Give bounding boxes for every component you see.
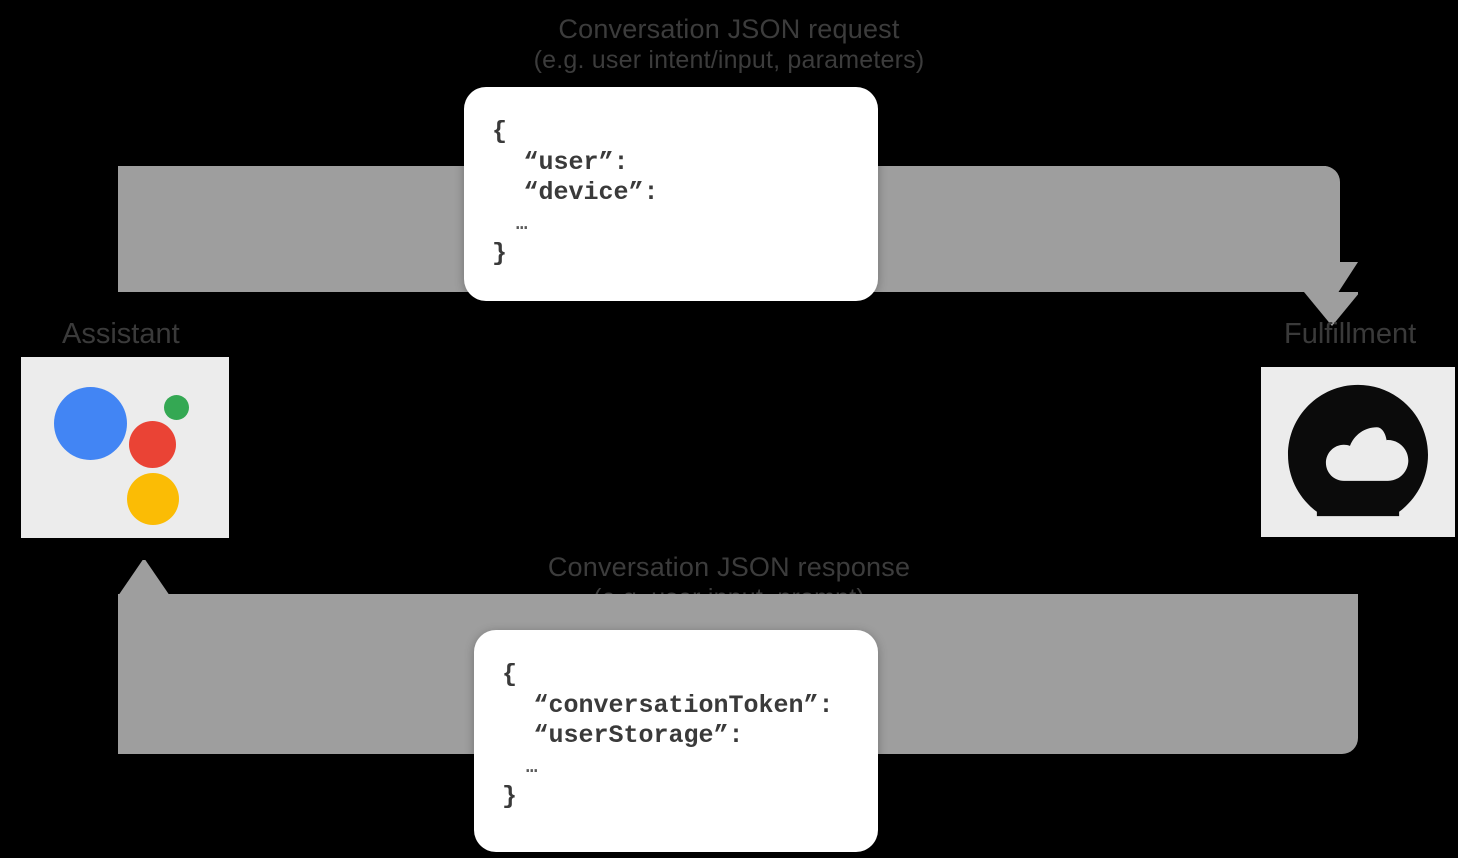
json-key-device: “device”:: [523, 178, 659, 207]
google-assistant-logo-icon: [50, 373, 200, 525]
json-close-brace: }: [502, 781, 518, 811]
assistant-node[interactable]: [21, 357, 229, 538]
request-flow-label: Conversation JSON request (e.g. user int…: [0, 14, 1458, 75]
response-flow-title: Conversation JSON response: [547, 552, 911, 582]
request-flow-subtitle: (e.g. user intent/input, parameters): [533, 45, 925, 74]
json-key-conversation-token: “conversationToken”:: [533, 690, 834, 720]
json-ellipsis: …: [525, 755, 538, 778]
assistant-caption: Assistant: [62, 318, 180, 350]
json-key-user: “user”:: [523, 147, 629, 177]
json-open-brace: {: [502, 660, 518, 689]
request-flow-title: Conversation JSON request: [558, 14, 900, 44]
fulfillment-node[interactable]: [1261, 367, 1455, 537]
json-close-brace: }: [492, 238, 508, 268]
response-json-card: { “conversationToken”: “userStorage”: … …: [474, 630, 878, 852]
request-json-card: { “user”: “device”: … }: [464, 87, 878, 301]
json-key-user-storage: “userStorage”:: [533, 721, 744, 750]
assistant-dot-green: [164, 394, 189, 420]
cloud-functions-logo-icon: [1288, 384, 1428, 517]
fulfillment-caption: Fulfillment: [1284, 318, 1417, 350]
assistant-dot-yellow: [127, 472, 179, 525]
assistant-dot-blue: [54, 386, 127, 460]
json-open-brace: {: [492, 117, 508, 146]
json-ellipsis: …: [515, 212, 528, 235]
assistant-dot-red: [129, 420, 176, 468]
